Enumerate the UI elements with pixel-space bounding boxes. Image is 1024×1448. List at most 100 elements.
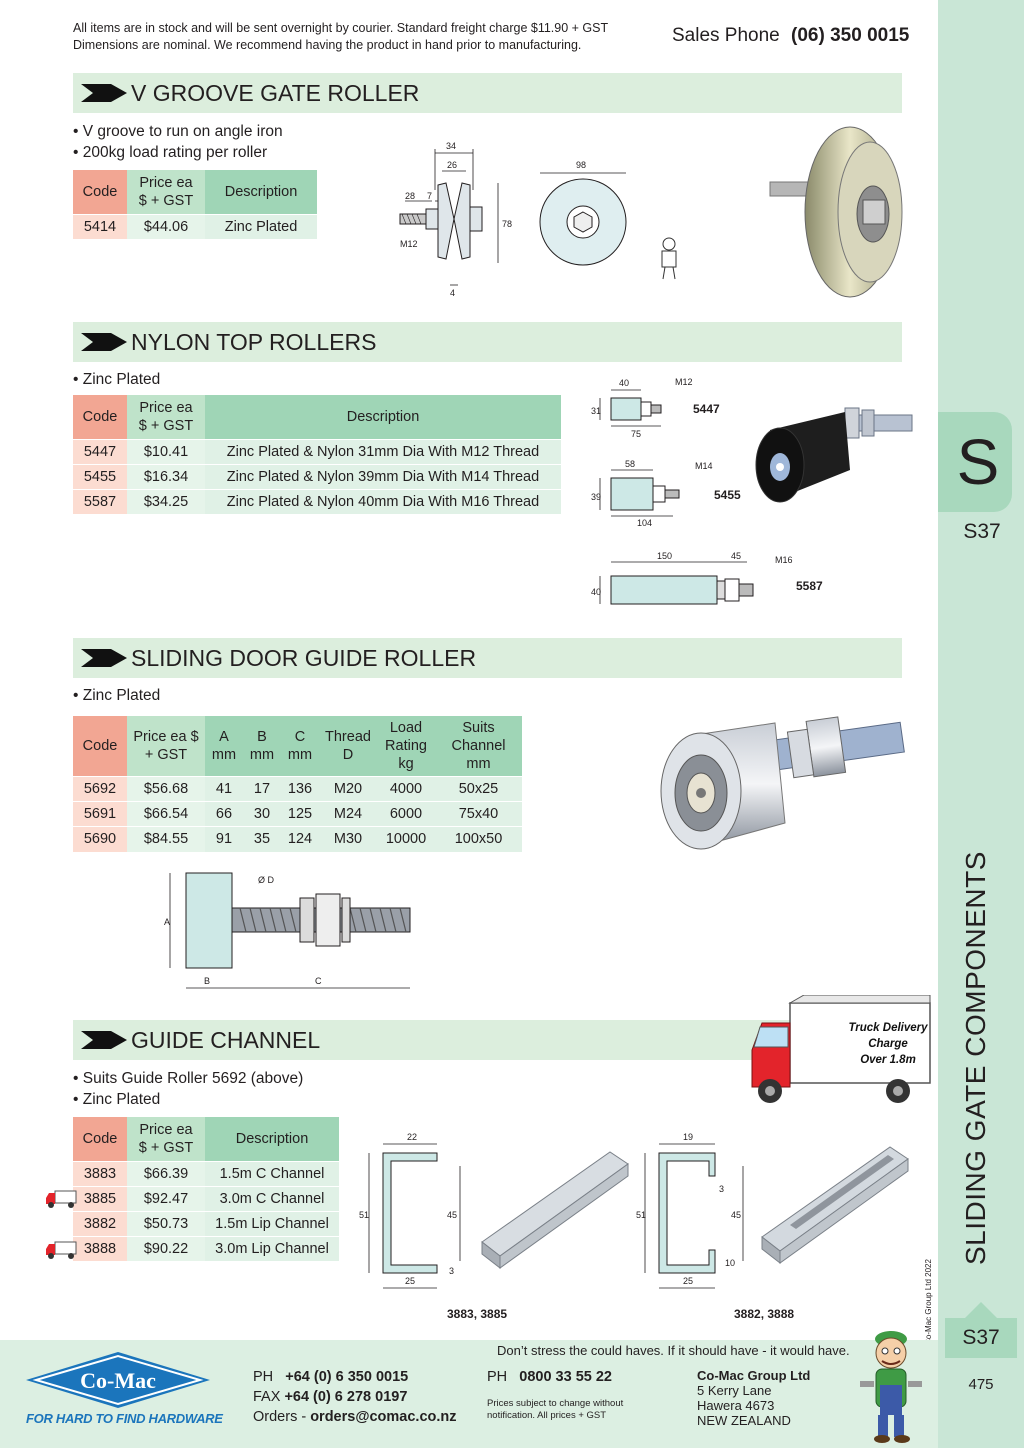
dim-label: 51 (636, 1210, 646, 1220)
arrow-icon (81, 84, 127, 102)
table-row[interactable]: 5455 $16.34 Zinc Plated & Nylon 39mm Dia… (73, 463, 561, 489)
price-table-vgroove: Code Price ea $ + GST Description 5414 $… (73, 170, 317, 239)
dim-label: M14 (695, 461, 713, 471)
table-row[interactable]: 5587 $34.25 Zinc Plated & Nylon 40mm Dia… (73, 488, 561, 514)
dim-label: Ø D (258, 875, 275, 885)
dim-label: 10 (725, 1258, 735, 1268)
contact-block: PH +64 (0) 6 350 0015 FAX +64 (0) 6 278 … (253, 1367, 457, 1427)
dim-label: C (315, 976, 322, 986)
diagram-code: 3883, 3885 (447, 1307, 508, 1321)
table-row[interactable]: 3883 $66.39 1.5m C Channel (73, 1160, 339, 1186)
cell-channel: 75x40 (435, 801, 522, 827)
company-name: Co-Mac Group Ltd (697, 1368, 811, 1383)
dim-label: 28 (405, 191, 415, 201)
table-row[interactable]: 5692 $56.68 41 17 136 M20 4000 50x25 (73, 776, 522, 802)
dim-label: 58 (625, 459, 635, 469)
cell-price: $66.39 (127, 1160, 205, 1186)
bullet-list: • V groove to run on angle iron • 200kg … (73, 121, 283, 163)
dim-label: 34 (446, 141, 456, 151)
cell-code: 5414 (73, 213, 127, 239)
dim-label: 40 (619, 378, 629, 388)
dim-label: 78 (502, 219, 512, 229)
bullet: • V groove to run on angle iron (73, 123, 283, 140)
contact-phone: PH +64 (0) 6 350 0015 (253, 1367, 457, 1387)
contact-label: FAX (253, 1389, 281, 1405)
table-row[interactable]: 3882 $50.73 1.5m Lip Channel (73, 1210, 339, 1236)
lip-channel-photo (761, 1146, 909, 1265)
price-table-guide-roller: Code Price ea $ + GST A mm B mm C mm Thr… (73, 716, 522, 852)
nylon-diagram-5455: 58 M14 39 104 (591, 459, 713, 528)
dim-label: M12 (675, 377, 693, 387)
cell-c: 124 (281, 826, 319, 852)
col-header: C mm (281, 716, 319, 777)
cell-desc: 3.0m C Channel (205, 1185, 339, 1211)
cell-desc: Zinc Plated & Nylon 31mm Dia With M12 Th… (205, 438, 561, 464)
bullet-list: • Suits Guide Roller 5692 (above) • Zinc… (73, 1068, 303, 1110)
side-band (938, 0, 1024, 1448)
orders-email[interactable]: orders@comac.co.nz (310, 1409, 457, 1425)
section-title: SLIDING DOOR GUIDE ROLLER (131, 645, 477, 671)
price-table-nylon: Code Price ea $ + GST Description 5447 $… (73, 395, 561, 514)
stock-notice: All items are in stock and will be sent … (73, 20, 653, 54)
sales-number[interactable]: (06) 350 0015 (791, 25, 910, 46)
col-header: Suits Channel mm (435, 716, 522, 777)
page-number: 475 (968, 1376, 994, 1393)
table-row[interactable]: 5414 $44.06 Zinc Plated (73, 213, 317, 239)
table-row[interactable]: 5447 $10.41 Zinc Plated & Nylon 31mm Dia… (73, 438, 561, 464)
dim-label: B (204, 976, 210, 986)
cell-a: 91 (205, 826, 243, 852)
cell-load: 10000 (377, 826, 435, 852)
address-line: NEW ZEALAND (697, 1413, 791, 1428)
cell-price: $50.73 (127, 1210, 205, 1236)
cell-price: $66.54 (127, 801, 205, 827)
table-header-row: Code Price ea $ + GST Description (73, 1117, 339, 1161)
cell-b: 30 (243, 801, 281, 827)
section-tab-code: S37 (963, 520, 1001, 543)
cell-a: 41 (205, 776, 243, 802)
cell-thread: M20 (319, 776, 377, 802)
cell-channel: 50x25 (435, 776, 522, 802)
freephone-number[interactable]: 0800 33 55 22 (519, 1369, 612, 1385)
cell-channel: 100x50 (435, 826, 522, 852)
dim-label: 40 (591, 587, 601, 597)
dim-label: 4 (450, 288, 455, 298)
bottom-page-code: S37 (962, 1326, 1000, 1349)
col-header: Code (73, 716, 127, 777)
fax-number[interactable]: +64 (0) 6 278 0197 (284, 1389, 408, 1405)
table-row[interactable]: 5690 $84.55 91 35 124 M30 10000 100x50 (73, 826, 522, 852)
cell-desc: Zinc Plated (205, 213, 317, 239)
cell-b: 17 (243, 776, 281, 802)
nylon-diagram-5447: 40 M12 31 75 (591, 377, 693, 439)
contact-label: Orders - (253, 1409, 307, 1425)
diagram-code: 5587 (796, 579, 823, 593)
dim-label: 31 (591, 406, 601, 416)
col-header: Code (73, 170, 127, 214)
truck-text: Over 1.8m (860, 1054, 916, 1066)
cell-c: 125 (281, 801, 319, 827)
logo-text: Co-Mac (80, 1368, 156, 1393)
cell-code: 5447 (73, 438, 127, 464)
contact-fax: FAX +64 (0) 6 278 0197 (253, 1387, 457, 1407)
truck-text: Truck Delivery (848, 1022, 928, 1034)
section-tab[interactable] (938, 412, 1012, 512)
col-header: Code (73, 395, 127, 439)
sales-phone: Sales Phone (06) 350 0015 (672, 25, 909, 47)
cell-code: 5587 (73, 488, 127, 514)
col-header: Description (205, 1117, 339, 1161)
table-row[interactable]: 3888 $90.22 3.0m Lip Channel (73, 1235, 339, 1261)
table-row[interactable]: 5691 $66.54 66 30 125 M24 6000 75x40 (73, 801, 522, 827)
diagram-code: 5455 (714, 488, 741, 502)
table-row[interactable]: 3885 $92.47 3.0m C Channel (73, 1185, 339, 1211)
bullet: • Zinc Plated (73, 687, 161, 704)
cell-code: 3888 (73, 1235, 127, 1261)
section-title: V GROOVE GATE ROLLER (131, 80, 420, 106)
section-banner-nylon: NYLON TOP ROLLERS (73, 322, 902, 362)
notice-line: All items are in stock and will be sent … (73, 21, 609, 35)
code-arrow (964, 1302, 998, 1319)
phone-number[interactable]: +64 (0) 6 350 0015 (285, 1369, 409, 1385)
contact-label: PH (487, 1369, 508, 1385)
comac-logo[interactable]: Co-Mac (26, 1352, 210, 1408)
cell-desc: 1.5m Lip Channel (205, 1210, 339, 1236)
c-channel-photo (481, 1151, 629, 1270)
cell-thread: M30 (319, 826, 377, 852)
